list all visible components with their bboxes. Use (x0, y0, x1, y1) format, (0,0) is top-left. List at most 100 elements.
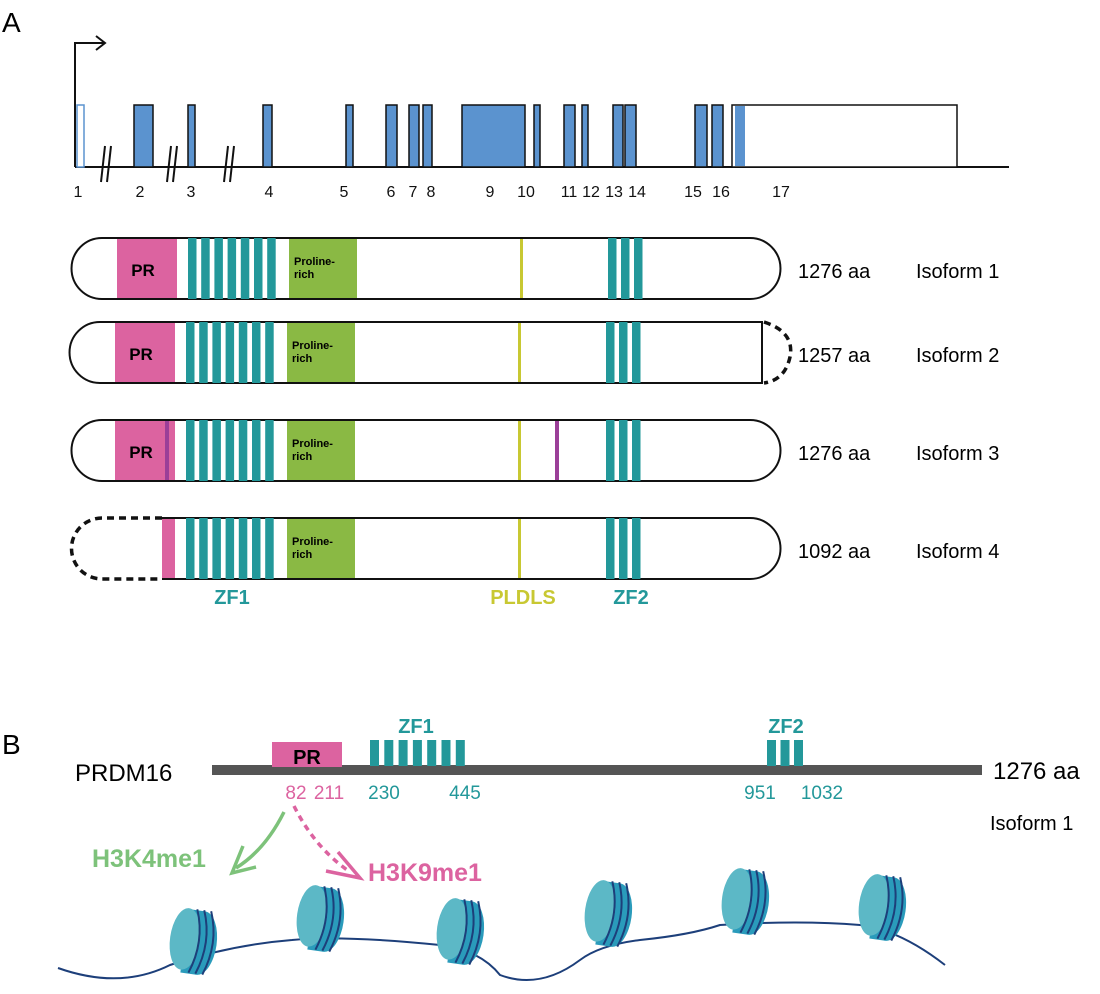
pr-end: 211 (314, 783, 344, 804)
zf1-end: 445 (449, 783, 481, 804)
pr-domain (115, 323, 175, 382)
exon-label: 14 (628, 184, 646, 201)
h3k9me1-label: H3K9me1 (368, 859, 482, 887)
pr-label: PR (129, 443, 153, 462)
proline-label-1: Proline- (292, 340, 333, 352)
pr-label: PR (293, 747, 321, 769)
zf1-finger (238, 420, 248, 481)
zf2-finger (632, 420, 641, 481)
zf1-finger (384, 740, 394, 766)
zf1-finger (186, 518, 195, 579)
protein-length: 1276 aa (993, 758, 1080, 785)
deleted-region (69, 516, 162, 581)
zf2-finger (632, 518, 641, 579)
zf1-finger (225, 518, 235, 579)
exon-label: 9 (486, 184, 495, 201)
methylation-arrows: H3K4me1 H3K9me1 (92, 805, 482, 887)
zf2-finger (619, 518, 628, 579)
pr-label: PR (131, 261, 155, 280)
exon-label: 3 (187, 184, 196, 201)
zf1-finger (265, 420, 274, 481)
exon-label: 11 (561, 184, 578, 201)
zf1-finger (199, 420, 208, 481)
isoform-name: Isoform 3 (916, 443, 999, 465)
zf1-finger (212, 420, 221, 481)
proline-rich-domain (289, 239, 357, 298)
proline-label-2: rich (294, 269, 314, 281)
zf2-finger (606, 420, 615, 481)
nucleosome-icon (296, 885, 345, 953)
zf1-finger (238, 518, 248, 579)
intron-break-marks (100, 145, 235, 183)
zf1-finger (265, 322, 274, 383)
nucleosome-icon (169, 908, 218, 976)
zf1-finger (201, 238, 210, 299)
zf2-finger (632, 322, 641, 383)
deleted-region (763, 320, 793, 385)
zf1-finger (188, 238, 197, 299)
protein-map: PRDM16 PR ZF1 ZF2 82 211 230 445 951 103… (75, 716, 1080, 835)
zf1-finger (199, 322, 208, 383)
zf1-finger (252, 420, 261, 481)
exon-label: 16 (712, 184, 730, 201)
zf1-finger (370, 740, 379, 766)
exon-label: 13 (605, 184, 623, 201)
exon-label: 17 (772, 184, 790, 201)
isoform-length: 1276 aa (798, 261, 871, 283)
exon-10 (533, 104, 541, 168)
zf1-finger (225, 420, 235, 481)
h3k4-arrow-icon (235, 811, 286, 870)
mutation-mark (165, 421, 169, 480)
zf2-finger (634, 238, 643, 299)
zf1-finger (214, 238, 223, 299)
zf2-finger (608, 238, 617, 299)
proline-label-1: Proline- (294, 256, 335, 268)
exon-label: 15 (684, 184, 702, 201)
zf2-finger (794, 740, 803, 766)
zf2-finger (619, 322, 628, 383)
isoform-length: 1092 aa (798, 541, 871, 563)
zf1-title: ZF1 (398, 716, 434, 738)
exon-13 (612, 104, 624, 168)
isoform-name: Isoform 2 (916, 345, 999, 367)
isoform-length: 1276 aa (798, 443, 871, 465)
tss-arrow-icon (74, 42, 104, 167)
zf1-finger (212, 518, 221, 579)
nucleosome-icon (584, 880, 633, 948)
zf2-domain (767, 740, 803, 766)
zf1-domain (370, 740, 465, 766)
exon-label: 6 (387, 184, 396, 201)
exon-16 (711, 104, 724, 168)
zf1-finger (441, 740, 451, 766)
exon-8 (422, 104, 433, 168)
exon-label: 12 (582, 184, 600, 201)
panel-label-a: A (2, 7, 21, 38)
pr-start: 82 (285, 783, 306, 804)
zf1-finger (199, 518, 208, 579)
zf2-finger (606, 518, 615, 579)
pldls-label: PLDLS (490, 587, 556, 609)
zf1-finger (412, 740, 422, 766)
pldls-motif (518, 323, 521, 382)
pr-domain-truncated (162, 519, 175, 578)
zf1-label: ZF1 (214, 587, 250, 609)
proline-label-2: rich (292, 353, 312, 365)
proline-rich-domain (287, 323, 355, 382)
pldls-motif (520, 239, 523, 298)
exon-5 (345, 104, 354, 168)
zf2-end: 1032 (801, 783, 843, 804)
pr-domain (117, 239, 177, 298)
exon-label: 1 (74, 184, 83, 201)
zf1-start: 230 (368, 783, 400, 804)
h3k4me1-label: H3K4me1 (92, 845, 206, 873)
nucleosome-icon (436, 898, 485, 966)
zf1-finger (186, 322, 195, 383)
isoform-length: 1257 aa (798, 345, 871, 367)
pr-domain (272, 742, 342, 767)
zf2-start: 951 (744, 783, 776, 804)
zf2-finger (619, 420, 628, 481)
